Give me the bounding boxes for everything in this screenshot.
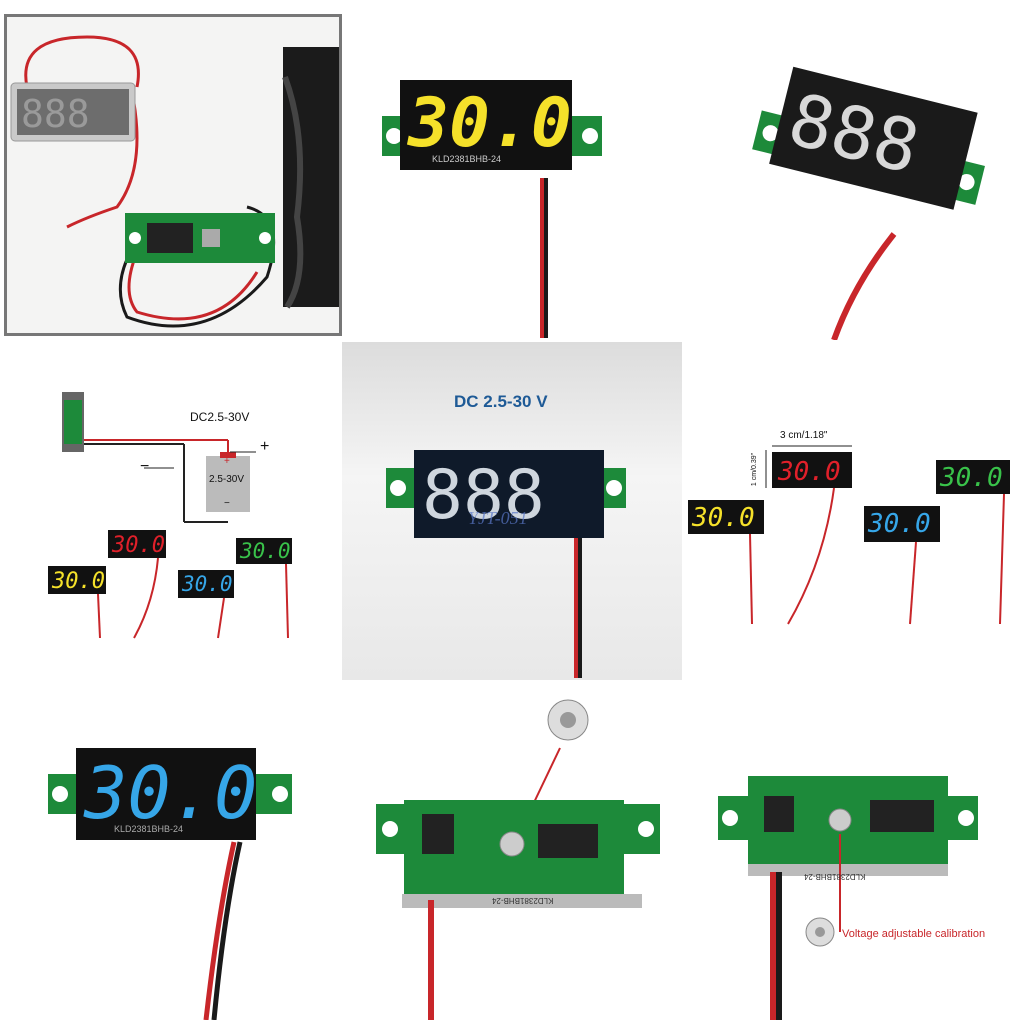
battery-label: 2.5-30V: [209, 474, 245, 485]
svg-text:30.0: 30.0: [406, 84, 572, 163]
module-silk-text: KLD2381BHB-24: [114, 824, 184, 834]
pcb-silk-text: KLD2381BHB-24: [804, 872, 866, 881]
svg-text:30.0: 30.0: [181, 572, 233, 596]
photo-yellow-display-module: 30.0 KLD2381BHB-24: [344, 4, 682, 340]
photo-color-variants-dimensions: 30.0 30.0 30.0 30.0 3 cm/1.18" 1 cm/0.39…: [684, 342, 1022, 680]
svg-text:30.0: 30.0: [83, 751, 257, 835]
photo-pcb-back-potentiometer: KLD2381BHB-24: [342, 684, 682, 1020]
watermark-text: YJT-051: [468, 508, 528, 528]
plus-label: +: [260, 438, 270, 455]
svg-text:888: 888: [422, 456, 545, 535]
svg-text:888: 888: [21, 92, 90, 136]
height-dimension-label: 1 cm/0.39": [751, 452, 759, 487]
svg-text:30.0: 30.0: [939, 463, 1003, 493]
minus-label: −: [140, 458, 150, 475]
svg-text:30.0: 30.0: [777, 457, 841, 487]
svg-text:30.0: 30.0: [111, 533, 165, 558]
pcb-silk-text: KLD2381BHB-24: [492, 896, 554, 905]
voltage-range-label: DC2.5-30V: [190, 410, 250, 424]
heading-dc-range: DC 2.5-30 V: [454, 392, 548, 411]
svg-text:30.0: 30.0: [867, 509, 931, 539]
photo-white-display-module: 888: [684, 4, 1022, 340]
battery-plus: +: [224, 456, 230, 467]
module-silk-text: KLD2381BHB-24: [432, 154, 502, 164]
svg-text:30.0: 30.0: [691, 503, 755, 533]
battery-minus: −: [224, 498, 230, 509]
photo-white-display-dc-range: DC 2.5-30 V 888 YJT-051: [342, 342, 682, 680]
width-dimension-label: 3 cm/1.18": [780, 430, 828, 441]
photo-module-with-bag: 888: [4, 14, 342, 336]
photo-pcb-calibration: KLD2381BHB-24 Voltage adjustable calibra…: [684, 684, 1022, 1020]
calibration-callout: Voltage adjustable calibration: [842, 928, 986, 940]
svg-text:30.0: 30.0: [239, 539, 291, 563]
photo-blue-display-module: 30.0 KLD2381BHB-24: [4, 684, 340, 1020]
svg-text:888: 888: [781, 77, 928, 190]
wiring-diagram: 30.0 30.0 30.0 30.0 DC2.5-30V + − + 2.5-…: [4, 342, 340, 680]
svg-text:30.0: 30.0: [51, 569, 105, 594]
